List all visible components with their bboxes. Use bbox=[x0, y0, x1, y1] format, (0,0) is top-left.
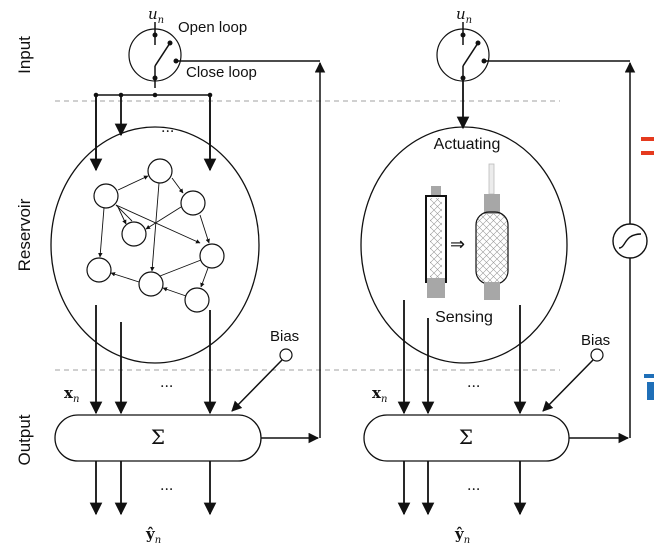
reservoir-node bbox=[138, 271, 164, 297]
reservoir-node bbox=[184, 287, 210, 313]
right-reservoir-ellipse bbox=[360, 126, 568, 364]
reservoir-node bbox=[147, 158, 173, 184]
transform-arrow-icon: ⇒ bbox=[450, 234, 465, 254]
nonlinearity-icon bbox=[612, 223, 648, 259]
right-panel: un Actuating ⇒ bbox=[360, 5, 648, 544]
right-bias-node bbox=[590, 348, 604, 362]
red-accent-fragment bbox=[641, 137, 654, 141]
left-sum-symbol: Σ bbox=[151, 425, 165, 449]
reservoir-edges bbox=[98, 175, 210, 297]
left-panel: un Open loop Close loop ... bbox=[50, 5, 326, 544]
sensing-label: Sensing bbox=[435, 309, 493, 326]
left-output-dots: ... bbox=[160, 478, 173, 494]
right-xn-label: xn bbox=[372, 384, 387, 405]
row-label-reservoir: Reservoir bbox=[15, 198, 34, 271]
right-bias-label: Bias bbox=[581, 332, 610, 349]
reservoir-nodes bbox=[86, 158, 225, 313]
left-reservoir-ellipse bbox=[50, 126, 260, 364]
reservoir-node bbox=[121, 221, 147, 247]
row-label-input: Input bbox=[15, 36, 34, 74]
left-un-label: un bbox=[148, 5, 164, 26]
left-xn-label: xn bbox=[64, 384, 79, 405]
red-accent-fragment bbox=[641, 151, 654, 155]
blue-accent-fragment bbox=[647, 382, 654, 400]
fiber-before-icon bbox=[425, 186, 447, 298]
close-loop-label: Close loop bbox=[186, 64, 257, 81]
row-label-output: Output bbox=[15, 414, 34, 465]
reservoir-node bbox=[93, 183, 119, 209]
reservoir-node bbox=[86, 257, 112, 283]
right-un-label: un bbox=[456, 5, 472, 26]
open-loop-label: Open loop bbox=[178, 19, 247, 36]
fiber-after-icon bbox=[475, 163, 509, 300]
left-yhat-label: ŷn bbox=[145, 525, 161, 544]
right-yhat-label: ŷn bbox=[454, 525, 470, 544]
blue-accent-fragment bbox=[644, 374, 654, 378]
right-sum-symbol: Σ bbox=[459, 425, 473, 449]
right-output-dots: ... bbox=[467, 478, 480, 494]
left-state-dots: ... bbox=[160, 375, 173, 391]
left-bias-label: Bias bbox=[270, 328, 299, 345]
left-bias-node bbox=[279, 348, 293, 362]
actuating-label: Actuating bbox=[434, 136, 501, 153]
right-state-dots: ... bbox=[467, 375, 480, 391]
reservoir-node bbox=[180, 190, 206, 216]
reservoir-node bbox=[199, 243, 225, 269]
